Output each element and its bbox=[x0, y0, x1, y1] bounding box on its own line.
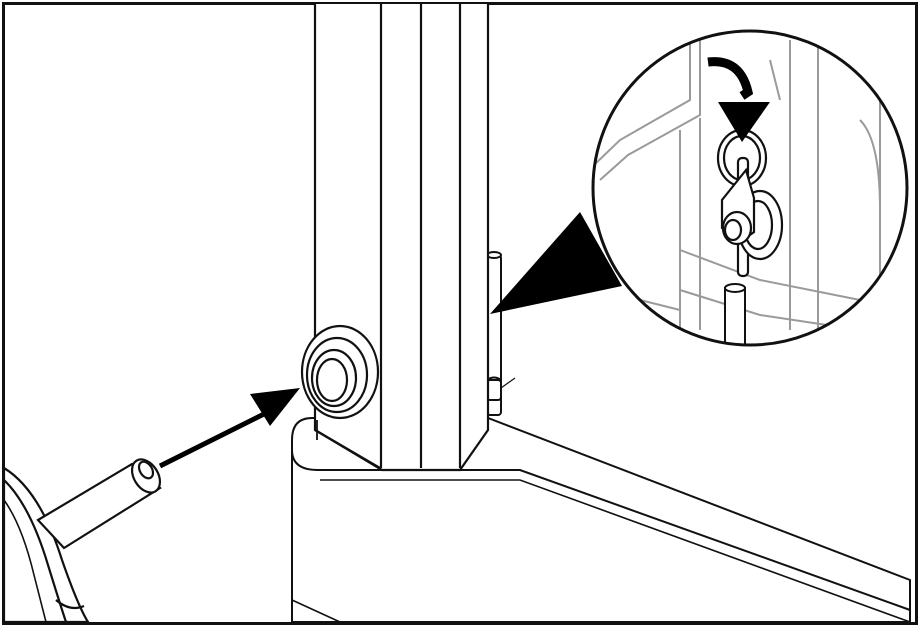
pin-rod bbox=[36, 458, 162, 550]
insert-arrow-icon bbox=[158, 388, 300, 469]
callout-pointer bbox=[490, 212, 622, 314]
weight-plate bbox=[2, 466, 90, 624]
magnifier-outline bbox=[591, 29, 909, 347]
clip-pin bbox=[716, 128, 784, 278]
rear-post bbox=[486, 251, 516, 416]
rotate-down-arrow-icon bbox=[707, 57, 770, 142]
frame-socket bbox=[300, 324, 380, 440]
detail-magnifier bbox=[591, 29, 909, 347]
